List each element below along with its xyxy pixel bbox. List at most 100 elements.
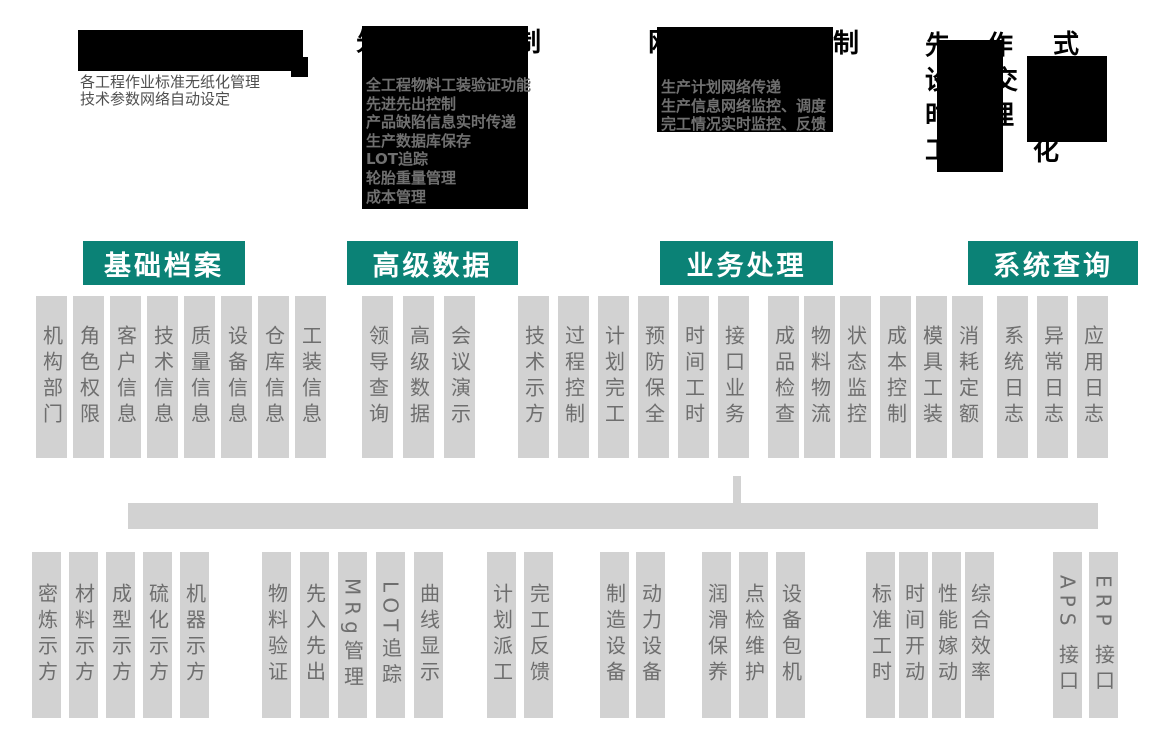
module-column: 曲线显示: [414, 552, 443, 718]
module-column: 时间工时: [678, 296, 709, 458]
module-label: 计划完工: [601, 325, 626, 429]
module-label: MRg管理: [340, 578, 365, 692]
module-label: 完工反馈: [526, 583, 551, 687]
module-label: 润滑保养: [704, 583, 729, 687]
module-column: 成品检查: [768, 296, 799, 458]
module-label: 工装信息: [298, 325, 323, 429]
module-column: 标准工时: [866, 552, 895, 718]
column-group-basic-archive: 机构部门角色权限客户信息技术信息质量信息设备信息仓库信息工装信息: [36, 296, 326, 458]
section-header-basic-archive: 基础档案: [83, 241, 245, 285]
module-column: 应用日志: [1077, 296, 1108, 458]
module-column: 接口业务: [718, 296, 749, 458]
module-label: 标准工时: [868, 583, 893, 687]
module-label: 成品检查: [771, 325, 796, 429]
redacted-title-box-1: [78, 30, 303, 71]
module-label: 角色权限: [76, 325, 101, 429]
module-column: 会议演示: [444, 296, 475, 458]
column-group-efficiency: 标准工时时间开动性能嫁动综合效率: [866, 552, 994, 718]
module-column: 技术信息: [147, 296, 178, 458]
module-column: 状态监控: [840, 296, 871, 458]
module-label: 计划派工: [489, 583, 514, 687]
feature-item: 生产数据库保存: [366, 131, 472, 150]
redacted-title-box-1-tail: [291, 57, 308, 77]
module-column: 角色权限: [73, 296, 104, 458]
module-column: 计划完工: [598, 296, 629, 458]
module-column: 异常日志: [1037, 296, 1068, 458]
module-column: 消耗定额: [952, 296, 983, 458]
module-label: 性能嫁动: [934, 583, 959, 687]
module-column: 模具工装: [916, 296, 947, 458]
module-label: 异常日志: [1040, 325, 1065, 429]
module-label: 设备信息: [224, 325, 249, 429]
module-column: 密炼示方: [32, 552, 61, 718]
module-label: 技术示方: [521, 325, 546, 429]
feature-item: 成本管理: [366, 187, 427, 206]
column-group-business-processing-1: 技术示方过程控制计划完工预防保全时间工时接口业务: [518, 296, 749, 458]
module-column: 机构部门: [36, 296, 67, 458]
module-label: 设备包机: [778, 583, 803, 687]
box-1-feature-list: 各工程作业标准无纸化管理技术参数网络自动设定: [80, 74, 260, 108]
module-label: 质量信息: [187, 325, 212, 429]
module-label: 应用日志: [1080, 325, 1105, 429]
module-column: 制造设备: [600, 552, 629, 718]
connector-bar: [128, 503, 1098, 529]
module-column: 技术示方: [518, 296, 549, 458]
module-column: 时间开动: [899, 552, 928, 718]
module-label: 过程控制: [561, 325, 586, 429]
module-column: 润滑保养: [702, 552, 731, 718]
column-group-plan-dispatch: 计划派工完工反馈: [487, 552, 553, 718]
section-header-advanced-data: 高级数据: [347, 241, 518, 285]
module-column: 先入先出: [300, 552, 329, 718]
redacted-panel-box-2: [362, 26, 528, 209]
feature-item: 技术参数网络自动设定: [80, 90, 231, 108]
module-label: 时间开动: [901, 583, 926, 687]
module-label: 消耗定额: [955, 325, 980, 429]
module-label: 成型示方: [108, 583, 133, 687]
module-label: 制造设备: [602, 583, 627, 687]
column-group-business-processing-2: 成品检查物料物流状态监控: [768, 296, 871, 458]
box-3-title-fragment-right: 制: [833, 29, 860, 59]
module-label: 机器示方: [182, 583, 207, 687]
connector-stub: [733, 476, 741, 504]
module-column: 客户信息: [110, 296, 141, 458]
feature-item: 生产计划网络传递: [661, 78, 782, 96]
module-column: 系统日志: [997, 296, 1028, 458]
module-column: 物料验证: [262, 552, 291, 718]
redacted-panel-box-3: [657, 27, 833, 132]
module-label: 状态监控: [843, 325, 868, 429]
module-column: 设备包机: [776, 552, 805, 718]
module-column: MRg管理: [338, 552, 367, 718]
module-column: 材料示方: [69, 552, 98, 718]
module-label: 材料示方: [71, 583, 96, 687]
module-column: APS 接口: [1053, 552, 1082, 718]
module-column: 预防保全: [638, 296, 669, 458]
redacted-panel-box-4-right: [1027, 56, 1107, 142]
module-label: 综合效率: [967, 583, 992, 687]
box-3-feature-list: 生产计划网络传递生产信息网络监控、调度完工情况实时监控、反馈: [661, 78, 826, 134]
module-column: 完工反馈: [524, 552, 553, 718]
module-label: 领导查询: [365, 325, 390, 429]
feature-item: 各工程作业标准无纸化管理: [80, 73, 261, 91]
column-group-maintenance: 润滑保养点检维护设备包机: [702, 552, 805, 718]
module-label: 接口业务: [721, 325, 746, 429]
column-group-advanced-data: 领导查询高级数据会议演示: [362, 296, 475, 458]
module-label: 系统日志: [1000, 325, 1025, 429]
module-label: 物料验证: [264, 583, 289, 687]
column-group-material: 物料验证先入先出 MRg管理 LOT追踪曲线显示: [262, 552, 443, 718]
module-label: 先入先出: [302, 583, 327, 687]
module-label: 预防保全: [641, 325, 666, 429]
column-group-equipment-type: 制造设备动力设备: [600, 552, 665, 718]
module-label: 仓库信息: [261, 325, 286, 429]
section-header-business-processing: 业务处理: [660, 241, 833, 285]
module-column: 成型示方: [106, 552, 135, 718]
module-label: 客户信息: [113, 325, 138, 429]
feature-item: 完工情况实时监控、反馈: [661, 115, 827, 134]
column-group-mixing: 密炼示方材料示方成型示方硫化示方机器示方: [32, 552, 209, 718]
module-column: 点检维护: [739, 552, 768, 718]
module-column: LOT追踪: [376, 552, 405, 718]
module-label: 高级数据: [406, 325, 431, 429]
module-label: 动力设备: [638, 583, 663, 687]
